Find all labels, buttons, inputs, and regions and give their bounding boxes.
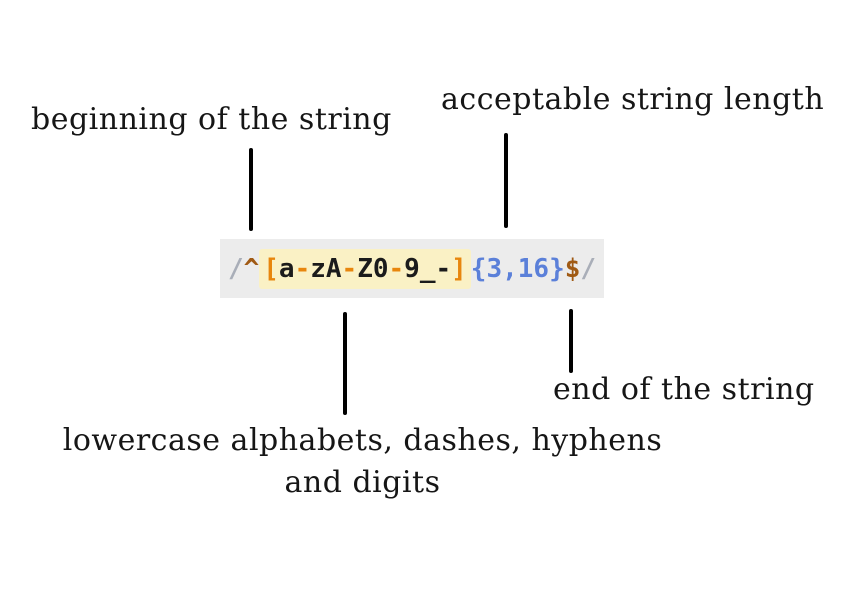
annotation-acceptable-string-length: acceptable string length [441, 82, 825, 117]
regex-token: ^ [243, 253, 260, 284]
regex-token: 9_- [404, 248, 452, 289]
regex-token: a [278, 248, 295, 289]
annotation-character-class-line1: lowercase alphabets, dashes, hyphens [62, 423, 663, 458]
connector-line-end [569, 309, 573, 373]
regex-token: - [388, 248, 405, 289]
regex-token: zA [310, 248, 342, 289]
regex-token: Z0 [357, 248, 389, 289]
regex-token: $ [564, 253, 581, 284]
regex-token: - [294, 248, 311, 289]
regex-token: / [227, 253, 244, 284]
regex-token: {3,16} [470, 253, 565, 284]
regex-token: [ [259, 248, 279, 289]
regex-code-snippet: /^[a-zA-Z0-9_-]{3,16}$/ [220, 239, 604, 298]
regex-token: / [580, 253, 597, 284]
regex-token: ] [451, 248, 471, 289]
connector-line-beginning [249, 148, 253, 231]
annotation-character-class-line2: and digits [284, 465, 441, 500]
annotation-character-class: lowercase alphabets, dashes, hyphens and… [45, 420, 680, 504]
connector-line-charclass [343, 312, 347, 415]
connector-line-length [504, 133, 508, 228]
regex-token: - [341, 248, 358, 289]
annotation-beginning-of-string: beginning of the string [31, 102, 392, 137]
annotation-end-of-string: end of the string [553, 372, 815, 407]
